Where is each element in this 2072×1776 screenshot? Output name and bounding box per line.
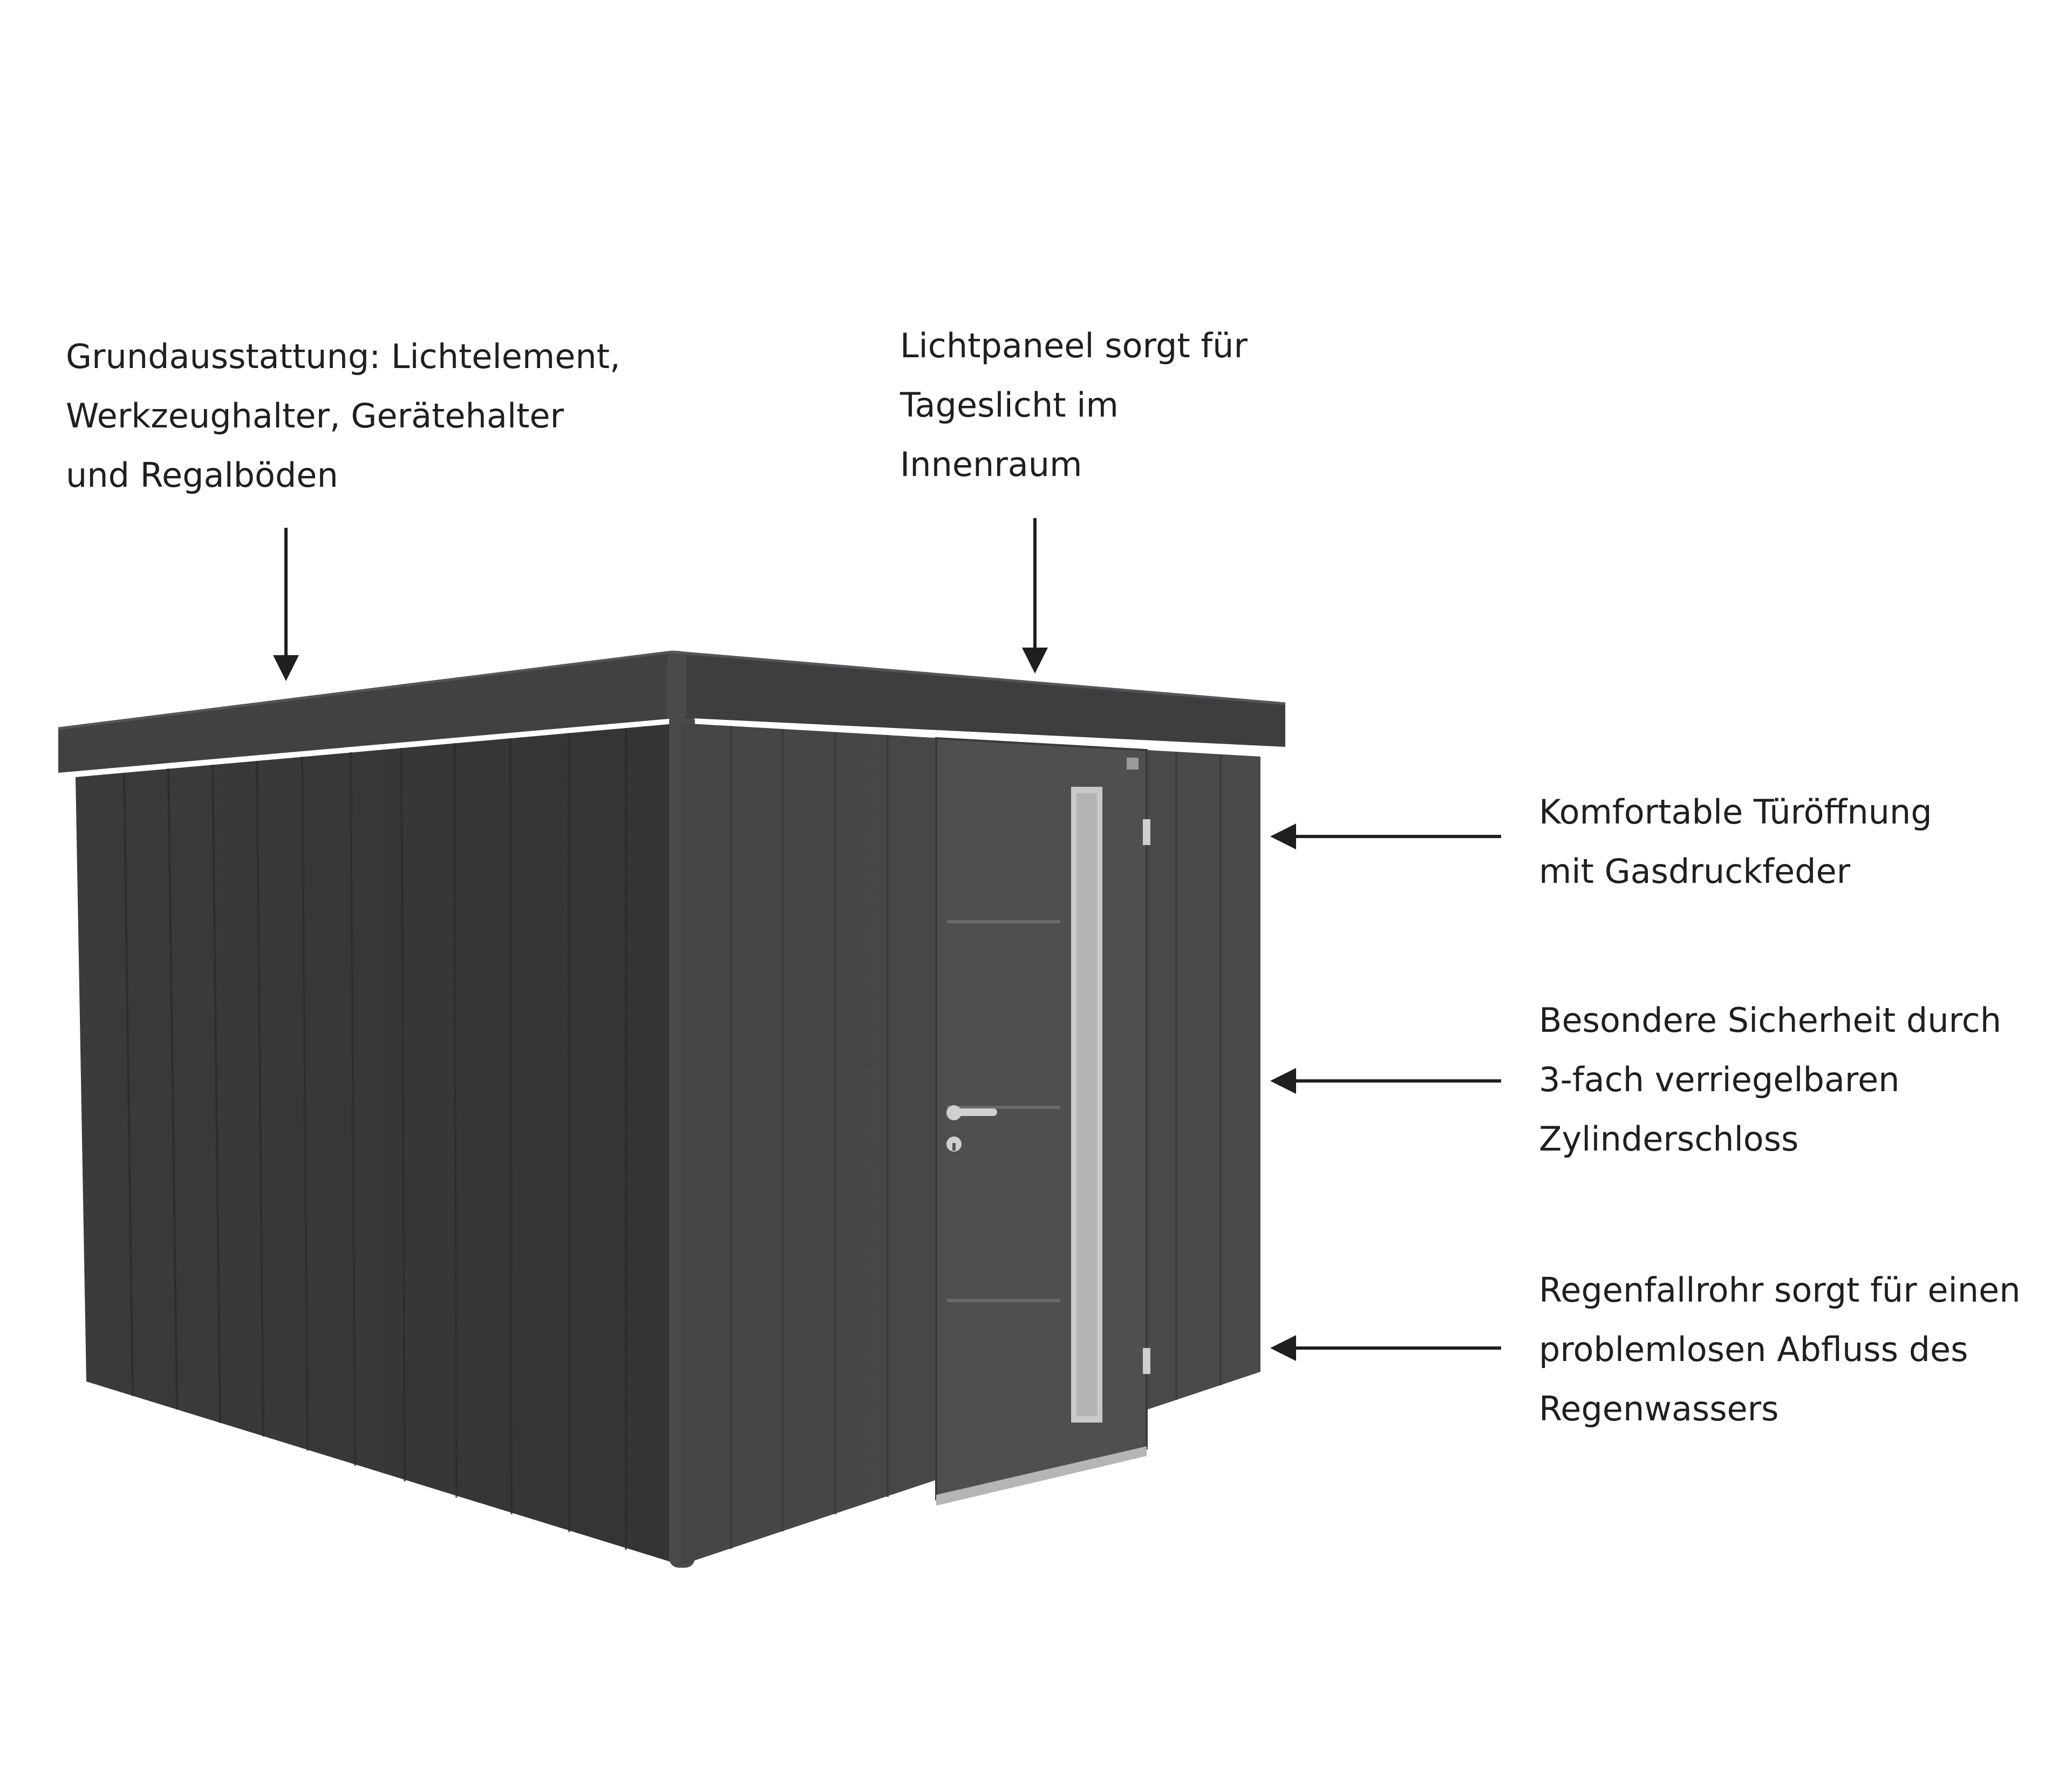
door-handle-icon xyxy=(946,1105,997,1120)
door-vent xyxy=(1127,758,1139,770)
door-grooves xyxy=(947,920,1060,1302)
callout-line: Zylinderschloss xyxy=(1539,1119,1799,1159)
callout-line: Lichtpaneel sorgt für xyxy=(900,326,1248,365)
callout-line: Regenfallrohr sorgt für einen xyxy=(1539,1270,2021,1310)
side-wall-grooves xyxy=(123,728,627,1550)
roof-edge-top-front xyxy=(671,650,1286,705)
callout-line: Besondere Sicherheit durch xyxy=(1539,1001,2002,1040)
door-hinge-top xyxy=(1143,819,1150,845)
door-threshold xyxy=(936,1446,1147,1506)
callout-grundausstattung: Grundausstattung: Lichtelement, Werkzeug… xyxy=(66,327,621,505)
callout-line: Tageslicht im xyxy=(900,385,1119,425)
shed-roof-side xyxy=(58,652,681,773)
door-window-glass xyxy=(1076,793,1097,1416)
front-wall-grooves xyxy=(730,726,1222,1549)
shed-side-wall xyxy=(76,723,681,1565)
callout-sicherheit: Besondere Sicherheit durch 3-fach verrie… xyxy=(1539,991,2001,1169)
callout-line: Werkzeughalter, Gerätehalter xyxy=(66,396,564,436)
callout-tueroeffnung: Komfortable Türöffnung mit Gasdruckfeder xyxy=(1539,782,1932,901)
callout-lichtpaneel: Lichtpaneel sorgt für Tageslicht im Inne… xyxy=(900,316,1248,494)
callout-line: Regenwassers xyxy=(1539,1389,1779,1428)
shed-door xyxy=(935,737,1148,1501)
callout-line: Grundausstattung: Lichtelement, xyxy=(66,337,621,376)
door-hinge-bottom xyxy=(1143,1348,1150,1374)
callout-line: und Regalböden xyxy=(66,455,338,495)
callout-line: Komfortable Türöffnung xyxy=(1539,792,1932,832)
callout-regenfallrohr: Regenfallrohr sorgt für einen problemlos… xyxy=(1539,1261,2021,1439)
callout-line: 3-fach verriegelbaren xyxy=(1539,1060,1900,1099)
shed-roof-front xyxy=(672,652,1285,747)
roof-corner xyxy=(667,651,686,722)
roof-edge-top xyxy=(58,650,672,730)
keyhole-icon xyxy=(946,1137,962,1152)
callout-line: mit Gasdruckfeder xyxy=(1539,852,1851,891)
callout-line: Innenraum xyxy=(900,445,1082,484)
callout-line: problemlosen Abfluss des xyxy=(1539,1330,1968,1369)
